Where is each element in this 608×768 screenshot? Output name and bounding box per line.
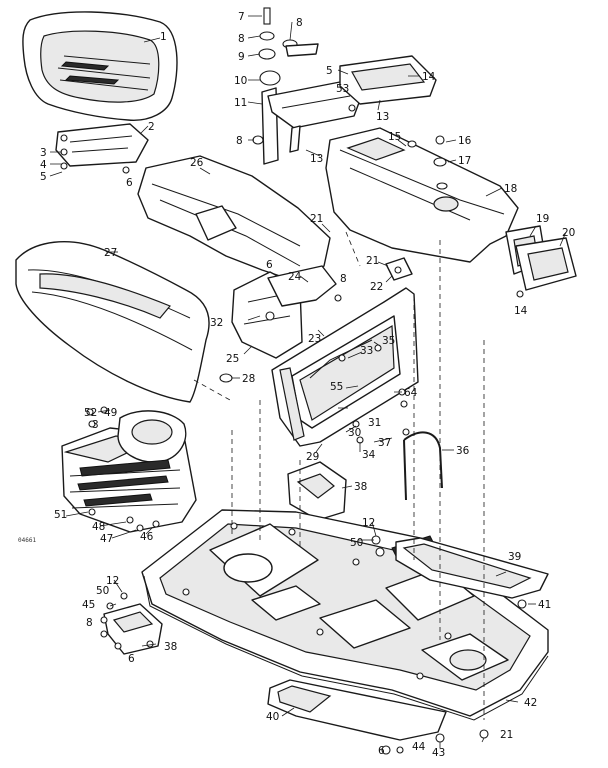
seat-bracket-part — [55, 123, 149, 174]
dash-panel-part — [325, 127, 519, 263]
callout-8: 8 — [236, 135, 243, 147]
figure-code: 04661 — [18, 537, 36, 544]
callout-17: 17 — [458, 155, 471, 167]
engine-part — [61, 406, 197, 533]
callout-50: 50 — [96, 585, 109, 597]
callout-4: 4 — [40, 159, 47, 171]
callout-21: 21 — [310, 213, 323, 225]
callout-2: 2 — [148, 121, 155, 133]
callout-15: 15 — [388, 131, 401, 143]
main-frame-part — [141, 509, 549, 721]
callout-21: 21 — [500, 729, 513, 741]
callout-26: 26 — [190, 157, 204, 169]
callout-49: 49 — [104, 407, 117, 419]
lower-bracket-part — [100, 592, 163, 655]
callout-21: 21 — [366, 255, 379, 267]
dash-mount-plate-part — [231, 265, 342, 359]
callout-27: 27 — [104, 247, 117, 259]
callout-53: 53 — [336, 83, 349, 95]
callout-40: 40 — [266, 711, 279, 723]
callout-3: 3 — [40, 147, 47, 159]
callout-14: 14 — [422, 71, 436, 83]
callout-11: 11 — [234, 97, 247, 109]
callout-8: 8 — [340, 273, 347, 285]
callout-6: 6 — [378, 745, 385, 757]
callout-52: 52 — [84, 407, 97, 419]
hood-part — [137, 155, 331, 283]
console-frame-part — [271, 287, 419, 447]
hood-side-panel-part — [15, 241, 210, 403]
callout-8: 8 — [238, 33, 245, 45]
transmission-bracket-part — [287, 461, 347, 521]
callout-24: 24 — [288, 271, 302, 283]
callout-8: 8 — [86, 617, 93, 629]
callout-12: 12 — [362, 517, 375, 529]
callout-6: 6 — [128, 653, 135, 665]
callout-34: 34 — [362, 449, 376, 461]
callout-14: 14 — [514, 305, 528, 317]
callout-13: 13 — [310, 153, 323, 165]
callout-38: 38 — [354, 481, 367, 493]
pivot-hardware — [252, 7, 319, 165]
callout-48: 48 — [92, 521, 105, 533]
callout-31: 31 — [368, 417, 381, 429]
callout-47: 47 — [100, 533, 113, 545]
callout-37: 37 — [378, 437, 391, 449]
side-bracket-parts — [505, 225, 577, 298]
callout-55: 55 — [330, 381, 343, 393]
leader-lines — [49, 15, 567, 748]
callout-8: 8 — [296, 17, 303, 29]
callout-5: 5 — [326, 65, 333, 77]
callout-25: 25 — [226, 353, 239, 365]
bolt-28 — [219, 373, 233, 383]
callout-5: 5 — [40, 171, 47, 183]
callout-12: 12 — [106, 575, 119, 587]
callout-19: 19 — [536, 213, 549, 225]
callout-23: 23 — [308, 333, 321, 345]
callout-41: 41 — [538, 599, 551, 611]
footrest-mat-left-part — [267, 679, 447, 741]
seat-pan-bracket-part — [267, 81, 361, 153]
callout-43: 43 — [432, 747, 445, 759]
callout-30: 30 — [348, 427, 361, 439]
callout-46: 46 — [140, 531, 154, 543]
clip-hardware-22 — [385, 257, 413, 281]
callout-22: 22 — [370, 281, 383, 293]
callout-18: 18 — [504, 183, 517, 195]
callout-44: 44 — [412, 741, 426, 753]
callout-7: 7 — [238, 11, 245, 23]
control-rod-part — [402, 428, 443, 501]
callout-13: 13 — [376, 111, 389, 123]
callout-42: 42 — [524, 697, 537, 709]
callout-64: 64 — [404, 387, 418, 399]
seat-part — [22, 11, 178, 121]
callout-9: 9 — [238, 51, 245, 63]
callout-50: 50 — [350, 537, 363, 549]
callout-20: 20 — [562, 227, 575, 239]
callout-10: 10 — [234, 75, 247, 87]
callout-33: 33 — [360, 345, 373, 357]
callout-51: 51 — [54, 509, 67, 521]
bottom-hardware — [371, 535, 527, 755]
callout-39: 39 — [508, 551, 521, 563]
callout-3: 3 — [92, 419, 99, 431]
alignment-lines — [193, 231, 485, 720]
callout-36: 36 — [456, 445, 470, 457]
callout-labels: 1 2 3 3 4 5 5 6 6 6 6 7 8 8 8 8 8 9 10 1… — [18, 11, 575, 759]
callout-45: 45 — [82, 599, 95, 611]
callout-6: 6 — [126, 177, 133, 189]
footrest-mat-right-part — [395, 537, 549, 599]
callout-38: 38 — [164, 641, 177, 653]
callout-16: 16 — [458, 135, 472, 147]
callout-32: 32 — [210, 317, 223, 329]
seat-spring-plate-part — [339, 55, 437, 105]
callout-1: 1 — [160, 31, 167, 43]
callout-28: 28 — [242, 373, 255, 385]
callout-6: 6 — [266, 259, 273, 271]
callout-35: 35 — [382, 335, 395, 347]
callout-29: 29 — [306, 451, 319, 463]
